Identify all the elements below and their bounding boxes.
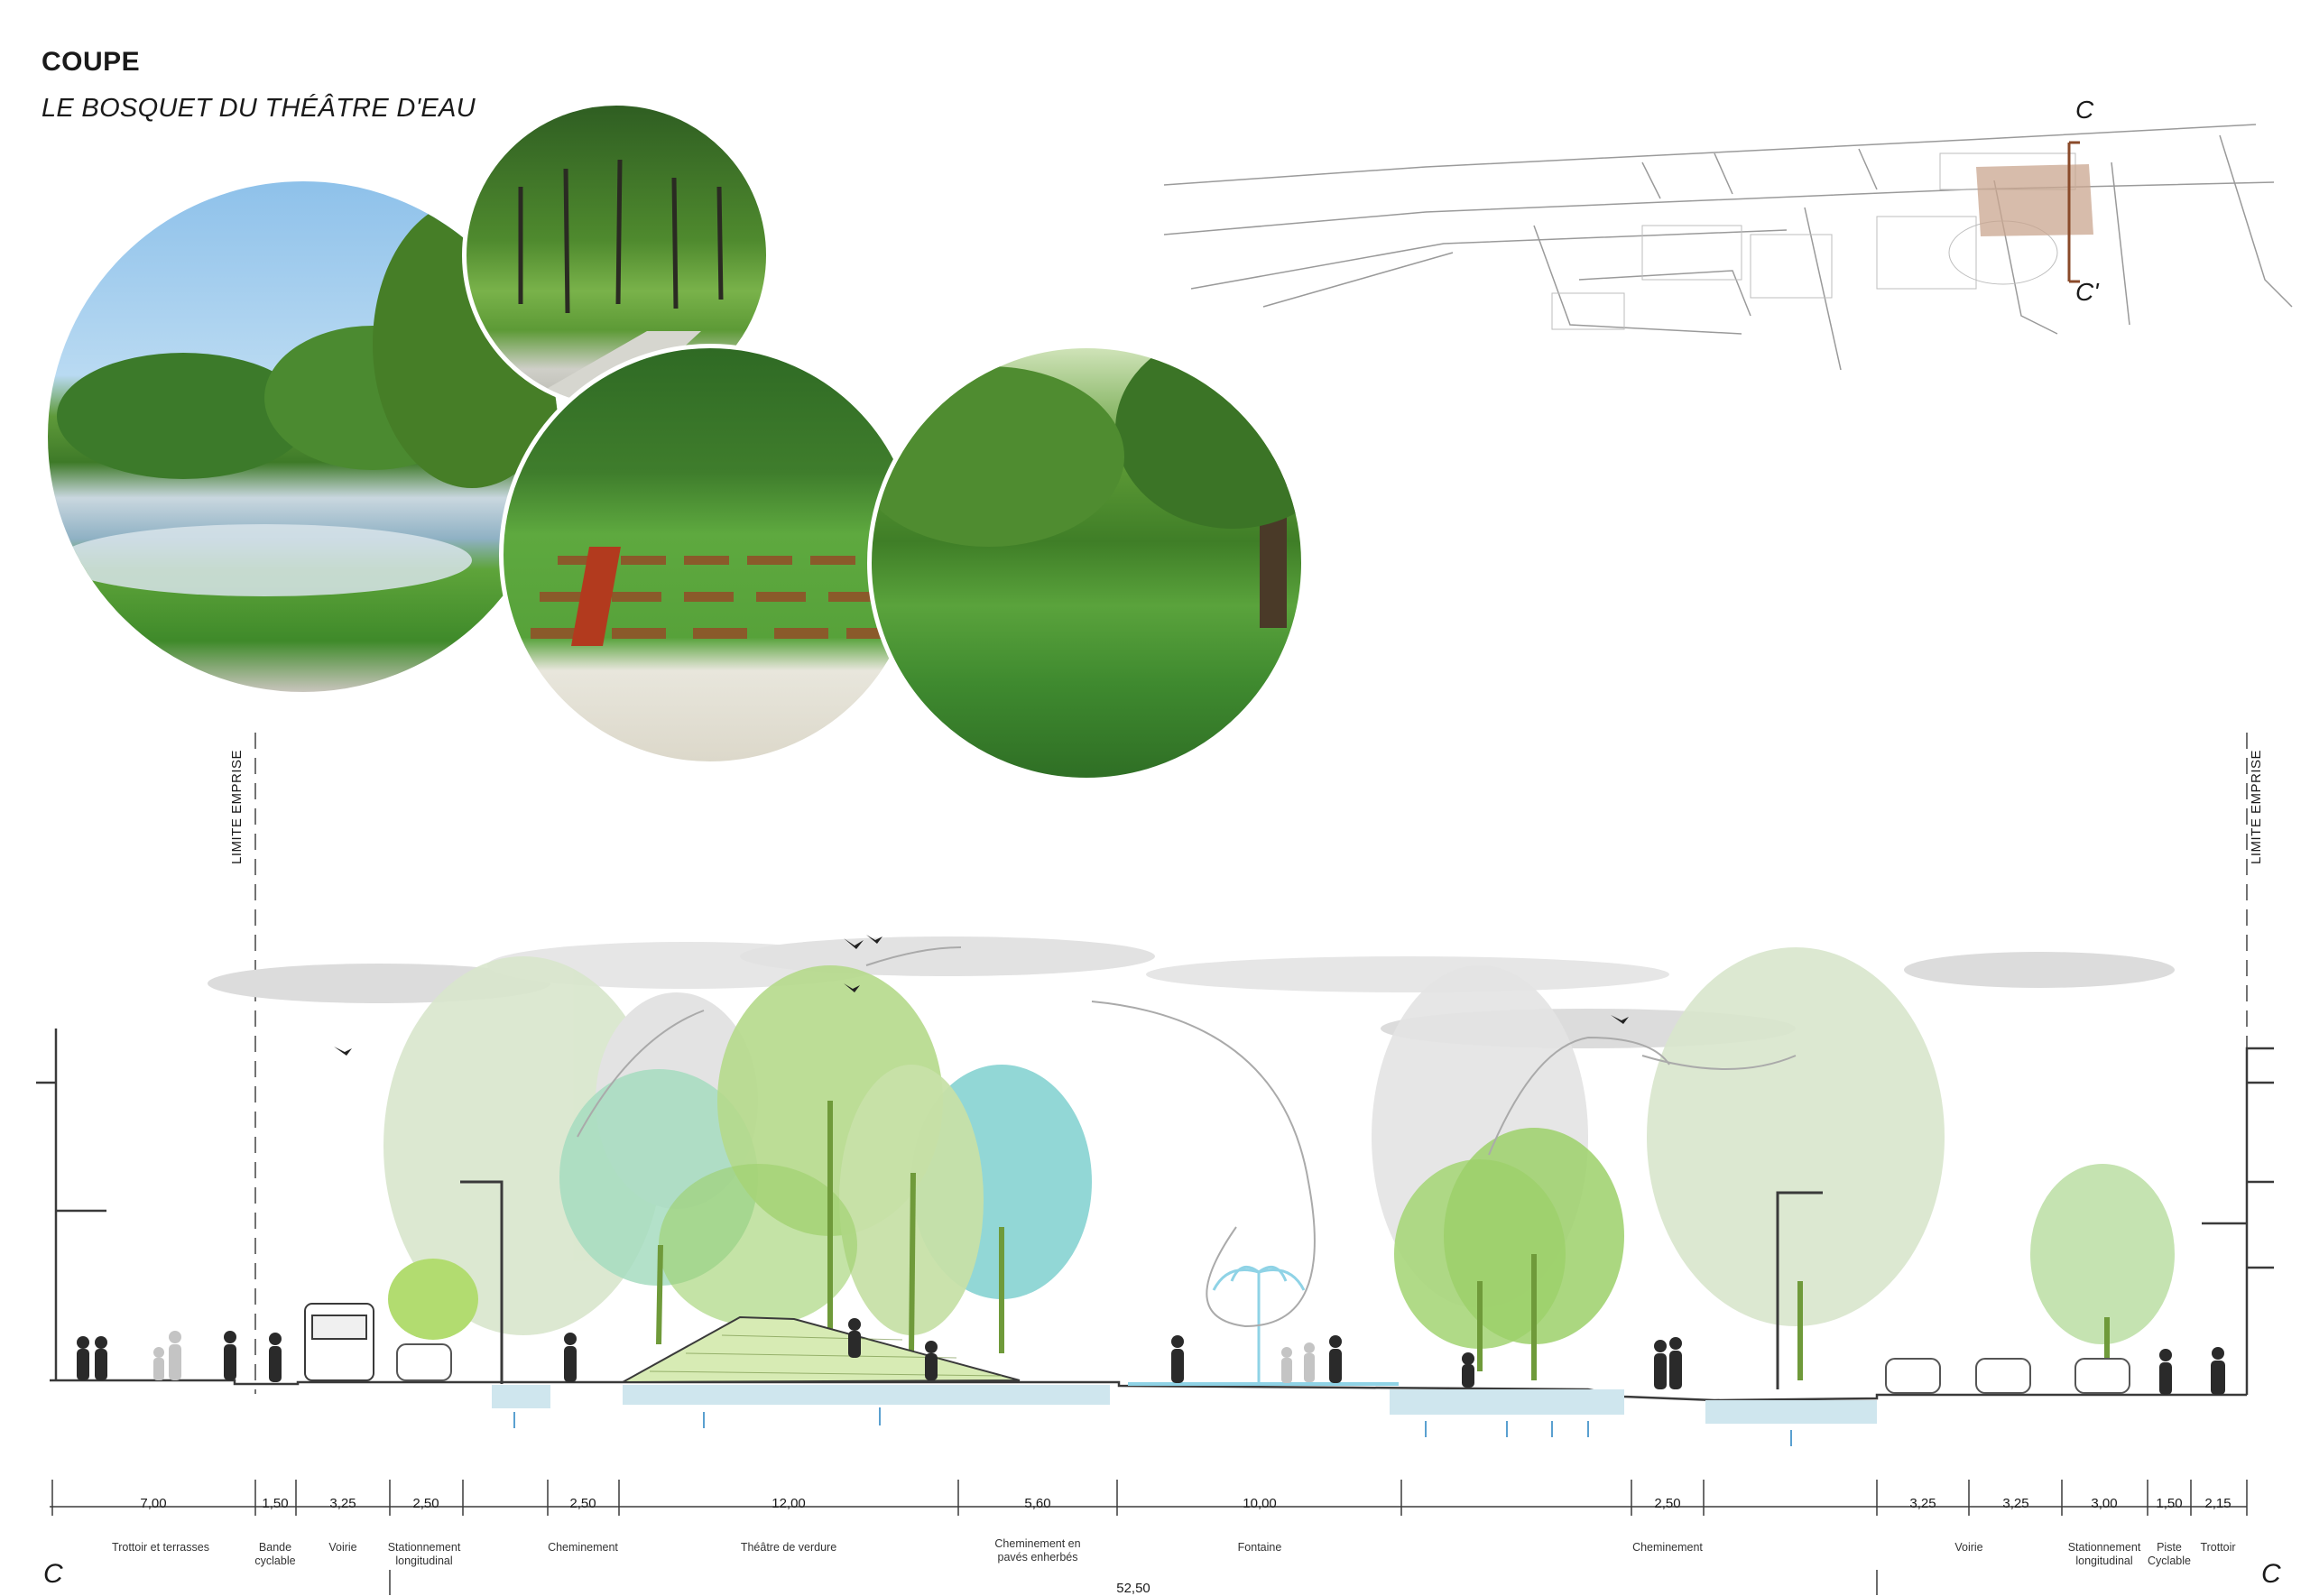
dim-label-5: Cheminement — [548, 1541, 618, 1554]
dim-value-1: 7,00 — [140, 1496, 167, 1511]
photo-park-lawn — [867, 344, 1306, 782]
photo-theatre-verdure — [499, 344, 921, 766]
infiltration-zones — [492, 1385, 1877, 1424]
dim-label-2: Bande cyclable — [254, 1541, 296, 1567]
section-marker-right: C — [2261, 1559, 2281, 1589]
total-width: 52,50 — [1116, 1581, 1150, 1596]
person-icon — [153, 1331, 1315, 1383]
dimension-line — [50, 1480, 2248, 1595]
dim-value-13: 1,50 — [2156, 1496, 2183, 1511]
dim-value-9: 2,50 — [1654, 1496, 1681, 1511]
dim-label-7: Cheminement en pavés enherbés — [994, 1537, 1081, 1564]
page-subtitle: LE BOSQUET DU THÉÂTRE D'EAU — [42, 94, 476, 123]
dim-value-11: 3,25 — [2002, 1496, 2029, 1511]
dim-value-6: 12,00 — [772, 1496, 806, 1511]
dim-value-2: 1,50 — [262, 1496, 289, 1511]
theatre-mound — [622, 1315, 1021, 1383]
building-icon — [36, 1029, 106, 1380]
dim-value-5: 2,50 — [569, 1496, 596, 1511]
dim-label-13: Piste Cyclable — [2148, 1541, 2191, 1567]
dim-value-8: 10,00 — [1243, 1496, 1277, 1511]
bird-icon — [334, 935, 1629, 1056]
person-icon — [77, 1318, 2225, 1395]
dim-label-12: Stationnement longitudinal — [2067, 1541, 2141, 1567]
key-map-marker-c-prime: C' — [2075, 278, 2099, 306]
photo-splash-pad-art — [57, 199, 559, 596]
lamp-post-icon — [460, 1180, 1823, 1389]
dim-label-10: Voirie — [1954, 1541, 1983, 1554]
dim-label-9: Cheminement — [1632, 1541, 1703, 1554]
dim-value-3: 3,25 — [329, 1496, 356, 1511]
dim-label-4: Stationnement longitudinal — [387, 1541, 461, 1567]
building-icon — [2202, 1047, 2274, 1395]
key-map — [1163, 124, 2293, 371]
trees-theatre — [559, 965, 1092, 1362]
fountain-basin — [1128, 1382, 1399, 1386]
dim-label-3: Voirie — [328, 1541, 357, 1554]
wind-lines — [577, 946, 1797, 1328]
key-map-marker-c: C — [2075, 96, 2094, 124]
page-title: COUPE — [42, 47, 141, 77]
dim-label-8: Fontaine — [1237, 1541, 1282, 1554]
car-icon — [396, 1343, 2130, 1394]
dim-label-1: Trottoir et terrasses — [112, 1541, 209, 1554]
dim-value-12: 3,00 — [2091, 1496, 2118, 1511]
dim-label-6: Théâtre de verdure — [740, 1541, 837, 1554]
dim-value-7: 5,60 — [1024, 1496, 1051, 1511]
drainage-arrows — [513, 1407, 1792, 1446]
photo-splash-pad — [43, 177, 563, 697]
dim-value-14: 2,15 — [2204, 1496, 2231, 1511]
shrub — [388, 1259, 478, 1340]
dim-value-10: 3,25 — [1909, 1496, 1936, 1511]
dim-value-4: 2,50 — [412, 1496, 439, 1511]
key-map-highlight — [1976, 164, 2093, 236]
section-marker-left: C — [43, 1559, 63, 1589]
bus-icon — [304, 1303, 374, 1381]
trees-right — [1394, 1128, 2110, 1389]
dim-label-14: Trottoir — [2200, 1541, 2236, 1554]
photo-theatre-verdure-art — [531, 547, 896, 646]
fountain-icon — [1212, 1265, 1306, 1385]
ground-line — [50, 1379, 2247, 1402]
